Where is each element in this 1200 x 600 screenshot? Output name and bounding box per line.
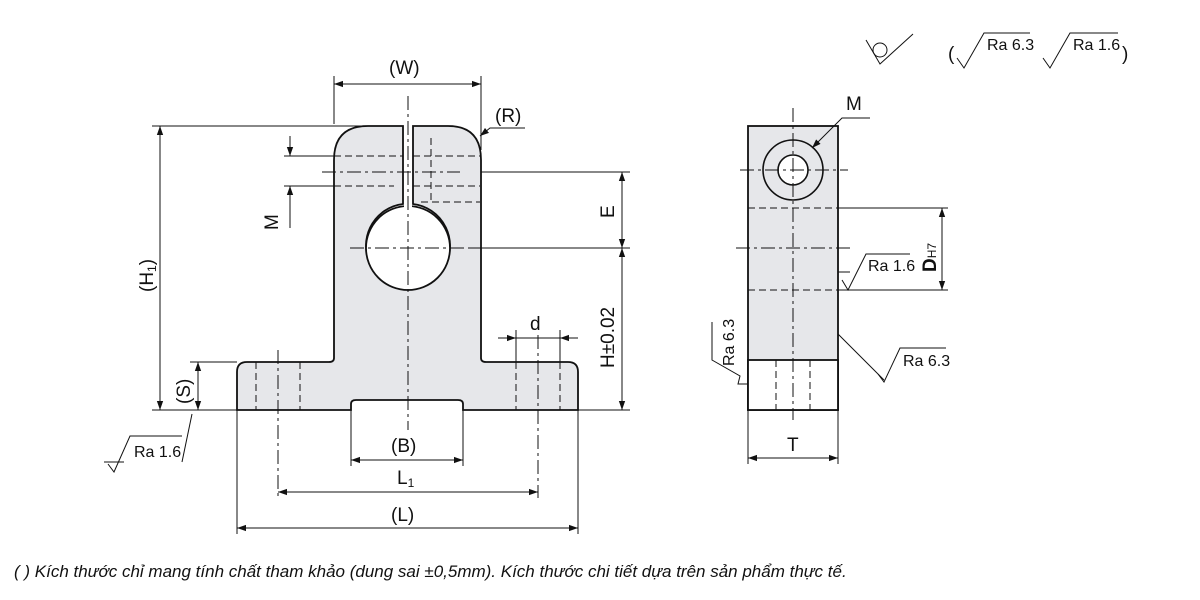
- radius-label: (R): [495, 106, 521, 127]
- screw-dimension-label-side: M: [846, 94, 862, 115]
- front-view: (W) (R) M (H1) (S) E H±0.02 d: [104, 58, 630, 534]
- height-dimension-label: H±0.02: [598, 307, 619, 368]
- footnote: ( ) Kích thước chỉ mang tính chất tham k…: [14, 562, 847, 581]
- l-dimension-label: (L): [391, 505, 414, 526]
- bore-roughness-symbol: Ra 1.6: [838, 253, 915, 292]
- e-dimension-label: E: [598, 205, 619, 218]
- roughness-paren-open: (: [948, 44, 955, 65]
- roughness-paren-close: ): [1122, 44, 1128, 65]
- side-roughness-label: Ra 6.3: [903, 353, 950, 370]
- machined-surface-symbol: [865, 33, 914, 65]
- left-roughness-label: Ra 6.3: [721, 319, 738, 366]
- side-view: M DH7 Ra 1.6 Ra 6.3 Ra 6.3 T: [711, 94, 950, 464]
- t-dimension-label: T: [787, 435, 799, 456]
- bottom-roughness-symbol: Ra 1.6: [104, 413, 193, 473]
- roughness-symbol-ra16: Ra 1.6: [1042, 32, 1120, 69]
- roughness-ra63-label: Ra 6.3: [987, 37, 1034, 54]
- s-dimension-label: (S): [174, 379, 195, 404]
- roughness-ra16-label: Ra 1.6: [1073, 37, 1120, 54]
- l1-dimension-label: L1: [397, 468, 415, 490]
- width-dimension-label: (W): [389, 58, 420, 79]
- bore-roughness-label: Ra 1.6: [868, 258, 915, 275]
- b-dimension-label: (B): [391, 436, 416, 457]
- screw-dimension-label-front: M: [262, 214, 283, 230]
- total-height-label: (H1): [137, 259, 159, 292]
- side-roughness-symbol: Ra 6.3: [837, 333, 950, 383]
- bottom-roughness-label: Ra 1.6: [134, 444, 181, 461]
- left-roughness-symbol: Ra 6.3: [711, 319, 748, 385]
- roughness-symbol-ra63: Ra 6.3: [956, 32, 1034, 69]
- diameter-dimension-label: DH7: [920, 243, 941, 272]
- d-dimension-label: d: [530, 314, 541, 335]
- roughness-legend: ( Ra 6.3 Ra 1.6 ): [865, 32, 1128, 69]
